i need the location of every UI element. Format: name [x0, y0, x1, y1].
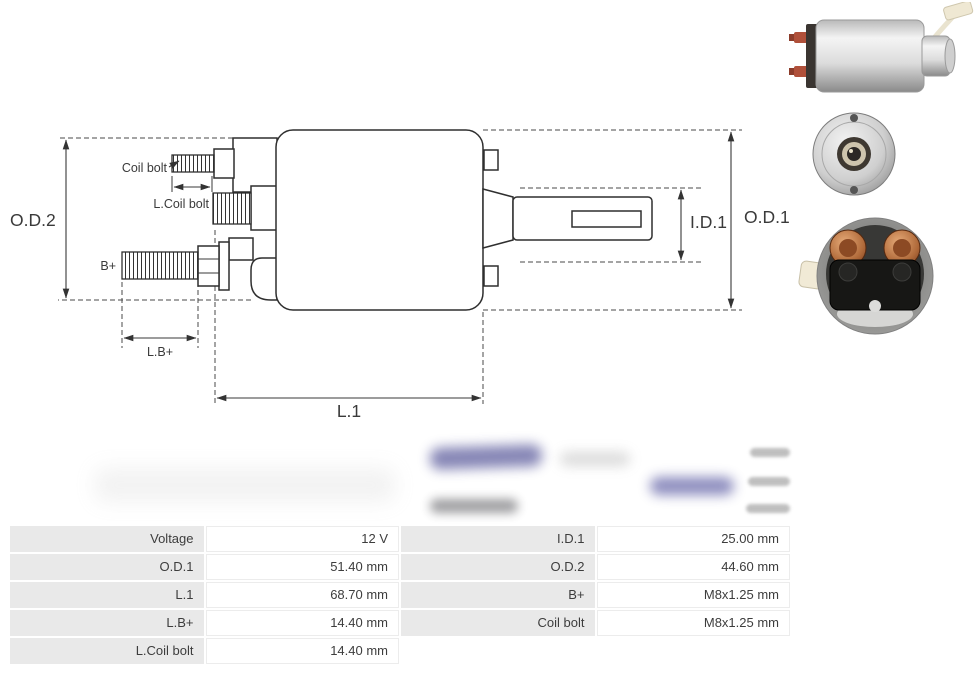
product-photo-side-view: [789, 2, 974, 93]
spec-label-cell: Voltage: [10, 526, 204, 552]
dimension-label-od1: O.D.1: [744, 207, 790, 227]
spec-value-cell: 25.00 mm: [596, 526, 790, 552]
bushing-collar: [250, 185, 278, 231]
dimension-coil-bolt: [168, 160, 213, 192]
solenoid-outline: [121, 129, 653, 311]
b-plus-thread: [121, 251, 199, 280]
hex-nut-left: [838, 262, 858, 282]
spec-label-cell: L.B+: [10, 610, 204, 636]
spec-label-cell: I.D.1: [401, 526, 595, 552]
terminal-stud-top: [789, 34, 795, 41]
spec-label-cell: B+: [401, 582, 595, 608]
blurred-text-line-2: [748, 477, 790, 486]
right-tab-top: [483, 149, 499, 171]
dimension-label-coil-bolt: Coil bolt: [122, 161, 168, 175]
solenoid-barrel: [815, 19, 925, 93]
right-tab-bottom: [483, 265, 499, 287]
blurred-watermark-blob-3: [650, 477, 734, 495]
spec-value-cell: 14.40 mm: [205, 638, 399, 664]
bracket-upper-plate: [232, 137, 278, 193]
b-plus-washer: [218, 241, 230, 291]
terminal-stud-bottom: [789, 68, 795, 75]
spec-value-cell: 68.70 mm: [205, 582, 399, 608]
spec-label-cell: O.D.2: [401, 554, 595, 580]
solenoid-case: [275, 129, 484, 311]
spec-value-cell: M8x1.25 mm: [596, 610, 790, 636]
nose-face: [944, 38, 956, 74]
red-terminal-top: [794, 32, 808, 43]
dimension-label-id1: I.D.1: [690, 212, 727, 232]
spec-label-cell: O.D.1: [10, 554, 204, 580]
dimension-label-b-plus: B+: [100, 259, 116, 273]
blurred-text-line-3: [746, 504, 790, 513]
b-plus-hex-nut: [197, 245, 220, 287]
dimension-label-lb-plus: L.B+: [147, 345, 173, 359]
blurred-text-line-1: [750, 448, 790, 457]
blurred-watermark-blob-1: [429, 444, 543, 470]
spec-label-cell: Coil bolt: [401, 610, 595, 636]
spec-empty-cell: [401, 638, 595, 664]
end-cap: [806, 24, 818, 88]
bottom-lug: [250, 257, 278, 301]
product-photo-flange-view: [812, 112, 896, 196]
spec-value-cell: 44.60 mm: [596, 554, 790, 580]
plunger-cone: [482, 188, 514, 249]
hex-nut-right: [892, 262, 912, 282]
blurred-watermark-blob-2: [560, 452, 630, 466]
blurred-watermark-blob-4: [430, 499, 518, 513]
dimension-label-od2: O.D.2: [10, 210, 56, 230]
spec-value-cell: 12 V: [205, 526, 399, 552]
coil-bolt-thread: [171, 154, 215, 173]
mount-hole-top: [850, 114, 858, 122]
center-screw: [869, 300, 881, 312]
blurred-watermark-smudge: [95, 468, 395, 502]
spec-table: Voltage 12 V I.D.1 25.00 mm O.D.1 51.40 …: [10, 526, 790, 664]
b-plus-mount: [228, 237, 254, 261]
technical-drawing: O.D.2 O.D.1 I.D.1 L.1 B+ L.B+ Coil bolt …: [10, 129, 790, 421]
spec-empty-cell: [597, 638, 791, 664]
coil-bushing-thread: [212, 192, 252, 225]
spec-value-cell: 14.40 mm: [205, 610, 399, 636]
mount-hole-bottom: [850, 186, 858, 194]
coil-bolt-nut: [213, 148, 235, 179]
spec-value-cell: M8x1.25 mm: [596, 582, 790, 608]
spec-value-cell: 51.40 mm: [205, 554, 399, 580]
spec-label-cell: L.Coil bolt: [10, 638, 204, 664]
dimension-label-l1: L.1: [337, 401, 361, 421]
spec-label-cell: L.1: [10, 582, 204, 608]
plunger-slot: [571, 210, 642, 228]
red-terminal-bottom: [794, 66, 808, 77]
extension-lines: [58, 129, 742, 404]
product-photo-terminal-view: [798, 217, 934, 335]
wire-connector: [943, 2, 974, 21]
dimension-label-l-coil-bolt: L.Coil bolt: [153, 197, 209, 211]
